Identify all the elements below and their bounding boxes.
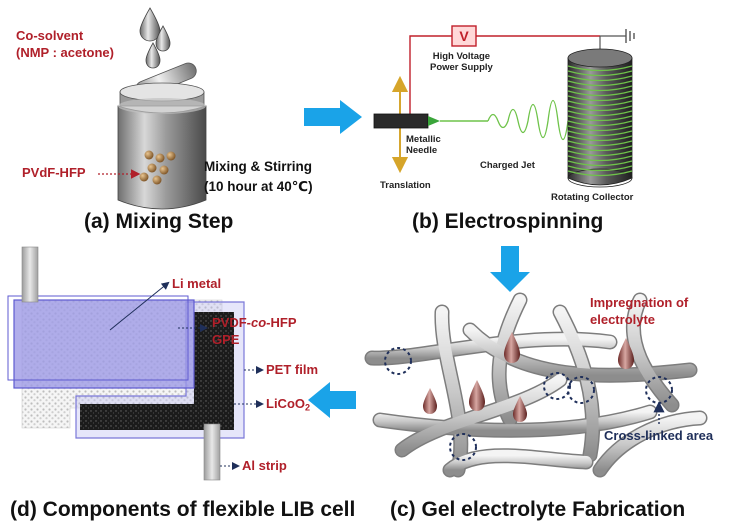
coil-winding xyxy=(567,115,633,122)
caption-electrospinning: (b) Electrospinning xyxy=(412,210,604,233)
coil-winding xyxy=(567,80,633,87)
caption-mixing-step: (a) Mixing Step xyxy=(84,210,234,233)
coil-winding xyxy=(567,125,633,132)
coil-winding xyxy=(567,105,633,112)
coil-winding xyxy=(567,155,633,162)
coil-winding xyxy=(567,65,633,72)
coil-winding xyxy=(567,95,633,102)
ground-icon xyxy=(625,29,635,43)
voltmeter-icon xyxy=(451,25,477,47)
coil-winding xyxy=(567,135,633,142)
al-strip-icon xyxy=(203,423,221,481)
translation-label: Translation xyxy=(380,180,431,191)
pet-film-label: PET film xyxy=(266,362,319,377)
coil-winding xyxy=(567,90,633,97)
coil-winding xyxy=(567,140,633,147)
gel-electrolyte-panel xyxy=(364,292,708,478)
electrolyte-drops-icon xyxy=(423,332,634,422)
crosslinked-area-label: Cross-linked area xyxy=(604,428,714,443)
coil-winding xyxy=(567,170,633,177)
flow-arrow-down xyxy=(490,246,530,292)
flow-arrow-left xyxy=(308,382,356,418)
flow-arrow-right xyxy=(304,100,362,134)
polymer-fiber-network-icon xyxy=(364,292,708,478)
coil-winding xyxy=(567,110,633,117)
li-metal-icon xyxy=(13,299,195,389)
hv-power-supply-label: High Voltage Power Supply xyxy=(430,51,493,73)
coil-winding xyxy=(567,165,633,172)
coil-winding xyxy=(567,130,633,137)
li-metal-label: Li metal xyxy=(172,276,222,291)
coil-winding xyxy=(567,70,633,77)
solvent-drop-icon xyxy=(145,42,161,69)
gpe-label: PVDF-co-HFP GPE xyxy=(212,315,297,347)
impregnation-label: Impregnation of electrolyte xyxy=(590,295,689,327)
pvdf-pellets-icon xyxy=(139,150,176,185)
voltmeter-symbol: V xyxy=(459,28,469,44)
mixing-jar-icon xyxy=(117,82,207,210)
solvent-drop-icon xyxy=(139,7,161,42)
coil-winding xyxy=(567,120,633,127)
al-strip-label: Al strip xyxy=(242,458,287,473)
caption-gel-electrolyte: (c) Gel electrolyte Fabrication xyxy=(390,498,686,521)
coil-winding xyxy=(567,85,633,92)
licoo2-label: LiCoO2 xyxy=(266,396,311,413)
charged-jet-icon xyxy=(487,99,569,141)
rotating-collector-icon xyxy=(567,48,633,188)
solvent-drop-icon xyxy=(155,25,171,52)
electrospinning-panel xyxy=(373,25,635,188)
caption-components: (d) Components of flexible LIB cell xyxy=(10,498,356,521)
coil-winding xyxy=(567,145,633,152)
coil-winding xyxy=(567,100,633,107)
rotating-collector-label: Rotating Collector xyxy=(551,192,634,203)
mixing-step-panel xyxy=(98,7,207,210)
cosolvent-label: Co-solvent (NMP : acetone) xyxy=(16,28,114,60)
coil-winding xyxy=(567,75,633,82)
components-panel xyxy=(7,246,264,481)
li-tab-icon xyxy=(21,246,39,303)
metallic-needle-icon xyxy=(373,113,429,129)
mixing-condition-label: Mixing & Stirring (10 hour at 40℃) xyxy=(204,159,313,194)
charged-jet-label: Charged Jet xyxy=(480,160,535,171)
metallic-needle-label: Metallic Needle xyxy=(406,134,441,156)
coil-winding xyxy=(567,160,633,167)
coil-winding xyxy=(567,150,633,157)
pvdf-hfp-label: PVdF-HFP xyxy=(22,165,86,180)
